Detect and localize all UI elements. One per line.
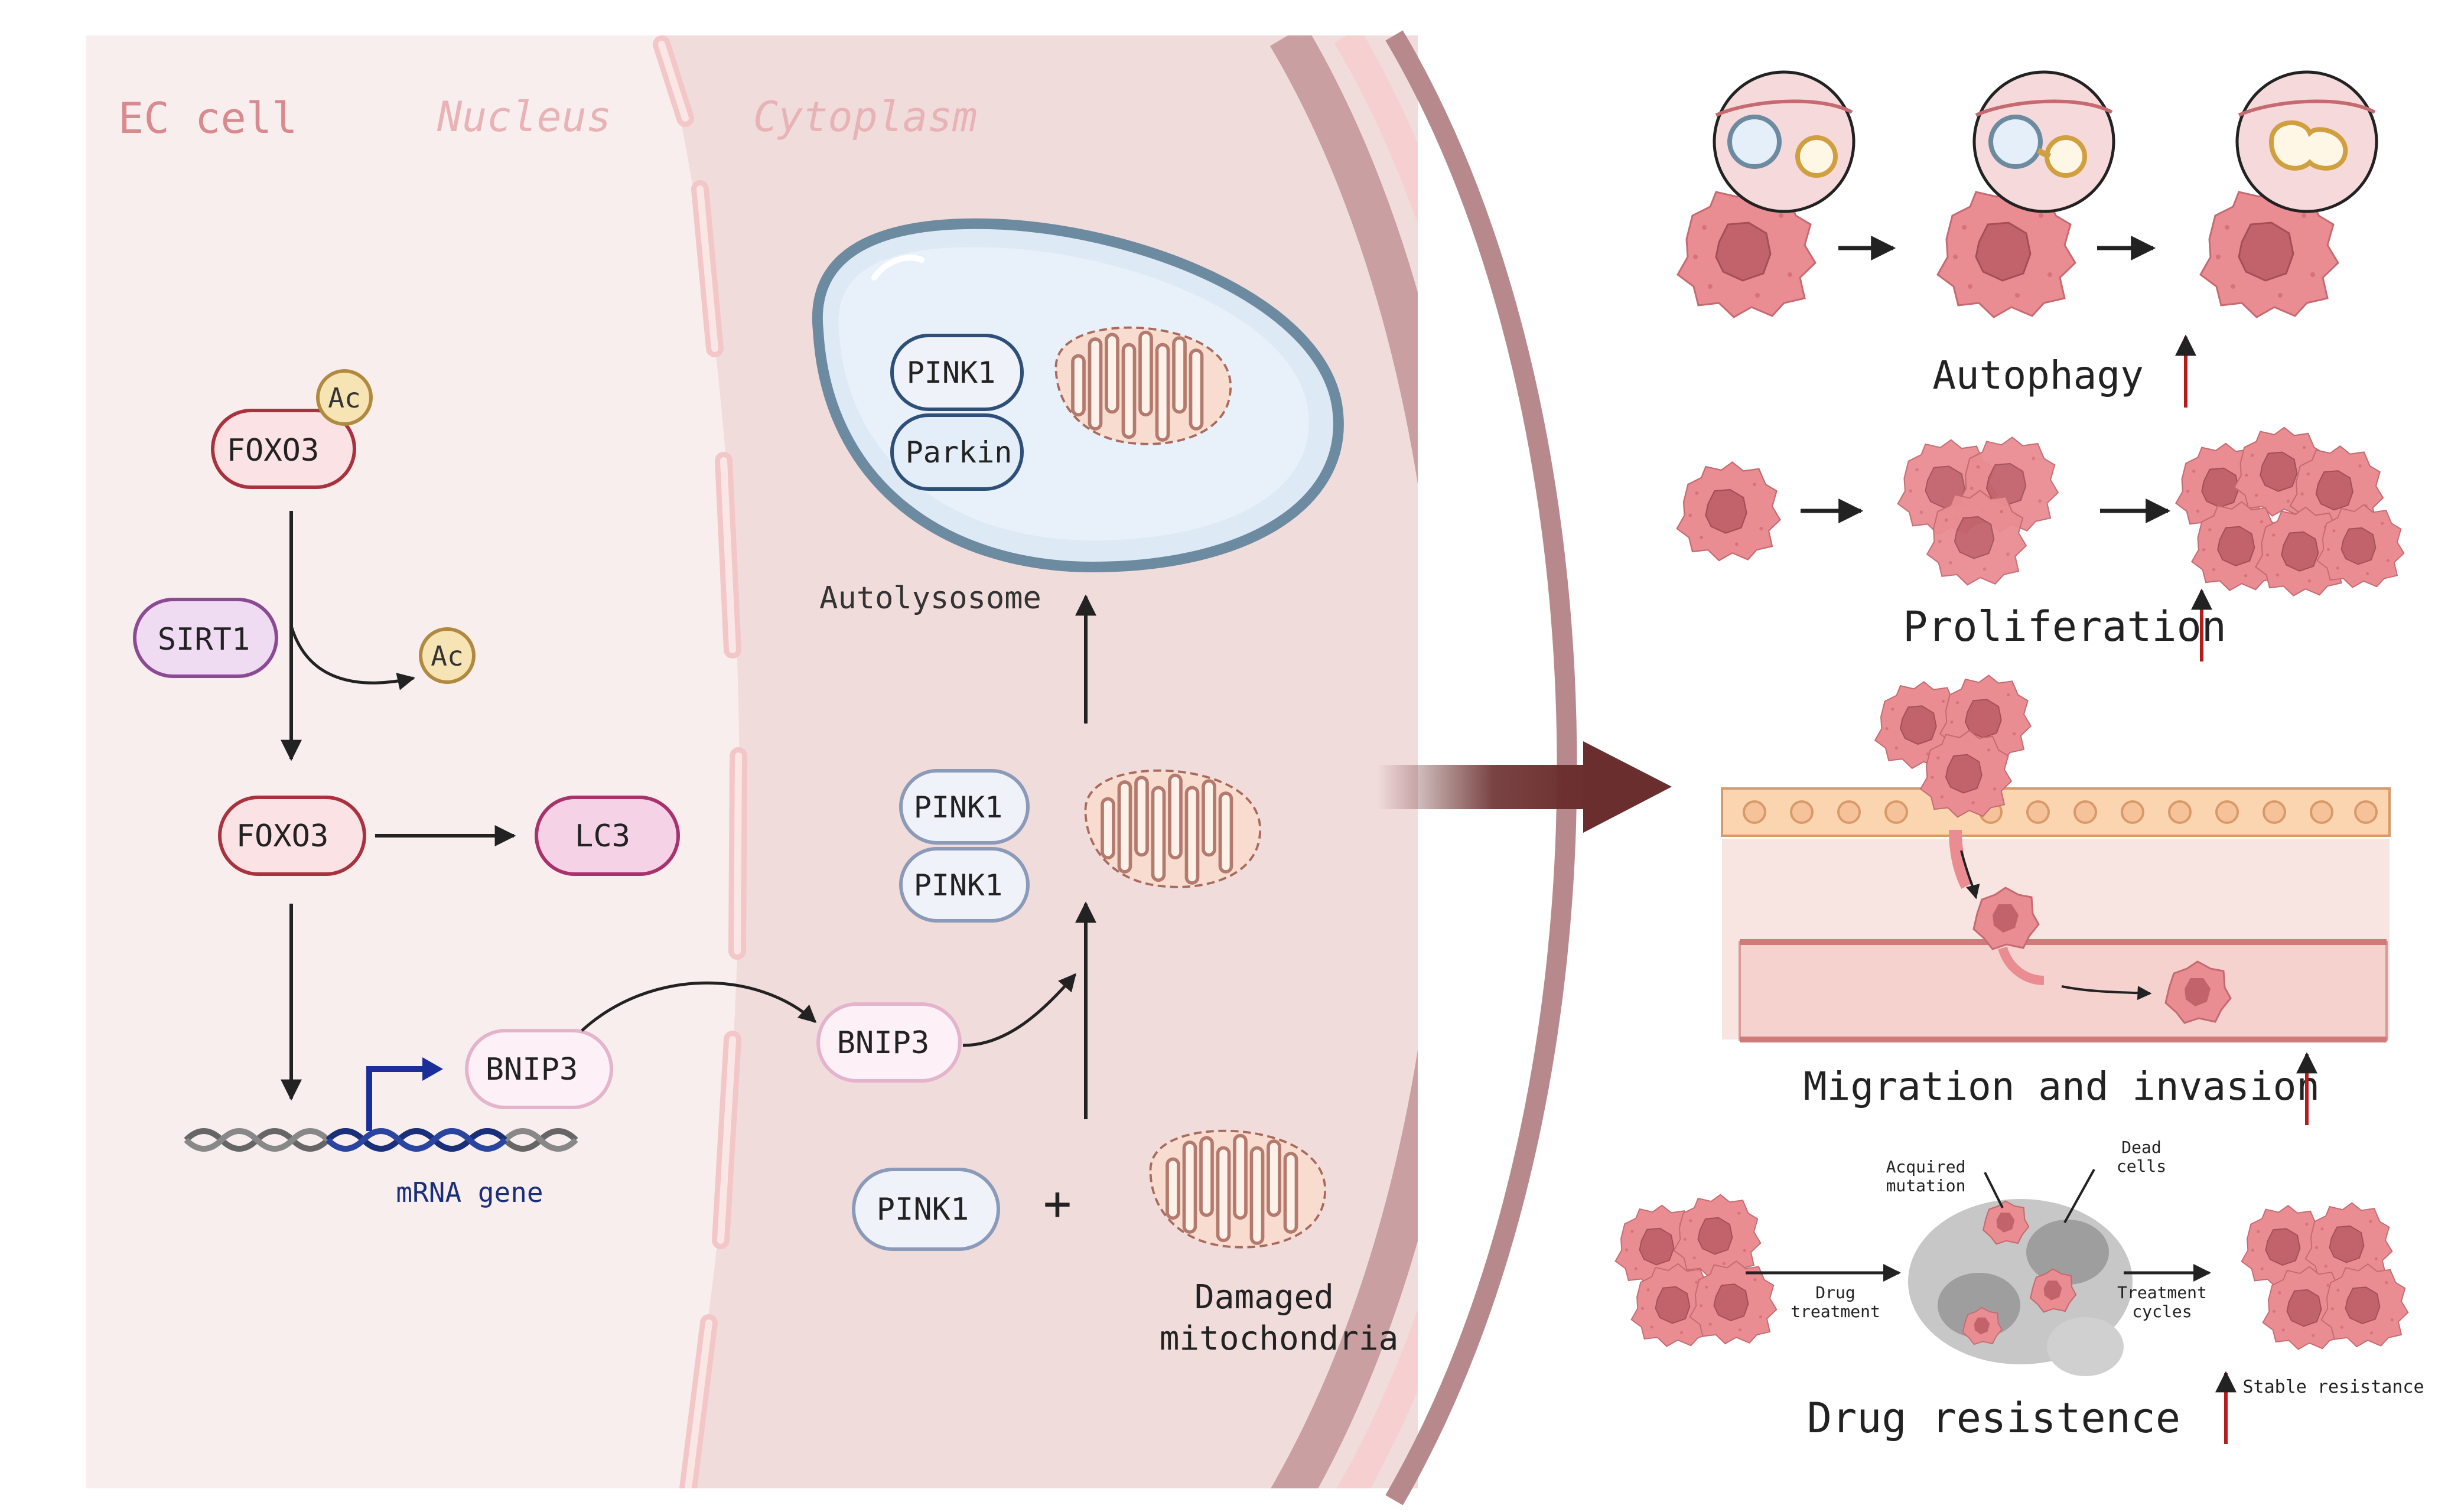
plus-sign: +: [1043, 1176, 1072, 1231]
drug-resistance-label: Drug resistence: [1807, 1394, 2180, 1442]
ec-cell: [86, 35, 1515, 1488]
lc3-node: LC3: [535, 796, 680, 876]
drug-treatment-label-1: Drug: [1815, 1283, 1855, 1302]
dna-helix: [184, 1128, 578, 1152]
foxo3-acetylated-node: FOXO3: [211, 409, 356, 489]
big-outcome-arrow: [1376, 741, 1672, 833]
autolysosome-label: Autolysosome: [819, 581, 1041, 616]
foxo3-acetylated-label: FOXO3: [227, 433, 320, 468]
autophagy-zoom-3: [2235, 70, 2378, 213]
cytoplasm-label: Cytoplasm: [753, 93, 977, 141]
pink1-lower-node: PINK1: [899, 847, 1030, 923]
dead-cells-label-1: Dead: [2121, 1138, 2161, 1157]
resistant-cluster: [2241, 1202, 2409, 1350]
migration-panel: Migration and invasion: [1721, 674, 2391, 1125]
foxo3-node: FOXO3: [218, 796, 366, 876]
pink1-free-node: PINK1: [852, 1168, 1000, 1251]
treated-cluster: [1908, 1199, 2133, 1376]
proliferation-cluster-small: [1897, 436, 2059, 586]
arrow-bnip3-export: [581, 981, 817, 1032]
epithelial-layer: [1721, 787, 2391, 837]
acquired-mutation-pointer: [1984, 1172, 2004, 1208]
arrow-bnip3-to-mito: [962, 973, 1076, 1047]
pink1-upper-label: PINK1: [914, 790, 1003, 825]
bnip3-cytoplasm-label: BNIP3: [837, 1025, 930, 1061]
pink1-lower-label: PINK1: [914, 868, 1003, 902]
pink1-autolysosome-label: PINK1: [907, 356, 996, 390]
drug-treatment-label-2: treatment: [1791, 1302, 1880, 1321]
dead-cells-pointer: [2063, 1169, 2095, 1223]
transcription-start-arrow: [366, 1066, 425, 1131]
pink1-free-label: PINK1: [877, 1192, 969, 1227]
proliferation-panel: Proliferation: [1676, 426, 2405, 662]
pink1-autolysosome-node: PINK1: [890, 334, 1024, 411]
dead-cells-label-2: cells: [2117, 1156, 2166, 1176]
svg-text:Ac: Ac: [431, 640, 463, 672]
damaged-mito-label-1: Damaged: [1194, 1278, 1334, 1317]
sirt1-label: SIRT1: [158, 622, 250, 657]
proliferation-cluster-large: [2175, 426, 2405, 597]
ac-released-badge: Ac: [419, 627, 476, 684]
parkin-label: Parkin: [906, 435, 1013, 470]
treatment-cycles-label-1: Treatment: [2117, 1283, 2207, 1302]
autophagy-zoom-1: [1713, 70, 1855, 213]
nucleus-label: Nucleus: [437, 93, 611, 141]
autophagy-label: Autophagy: [1932, 353, 2144, 398]
lc3-label: LC3: [575, 819, 630, 854]
mrna-gene-label: mRNA gene: [396, 1177, 543, 1208]
svg-text:Ac: Ac: [328, 382, 360, 414]
stable-resistance-label: Stable resistance: [2242, 1377, 2424, 1397]
ec-cell-label: EC cell: [118, 93, 297, 143]
bnip3-cytoplasm-node: BNIP3: [816, 1002, 962, 1083]
sirt1-node: SIRT1: [133, 598, 278, 678]
foxo3-label: FOXO3: [236, 819, 329, 854]
damaged-mito-label-2: mitochondria: [1160, 1319, 1399, 1358]
migration-label: Migration and invasion: [1804, 1064, 2320, 1109]
ac-badge-on-foxo3: Ac: [316, 369, 373, 426]
drug-initial-cluster: [1614, 1194, 1778, 1347]
autophagy-zoom-2: [1972, 70, 2115, 213]
acquired-mutation-label-1: Acquired: [1886, 1157, 1966, 1177]
arrow-ac-release: [289, 625, 415, 690]
treatment-cycles-label-2: cycles: [2132, 1302, 2192, 1321]
autophagy-panel: Autophagy: [1677, 70, 2378, 408]
parkin-node: Parkin: [890, 413, 1024, 491]
bnip3-nucleus-node: BNIP3: [465, 1029, 613, 1109]
acquired-mutation-label-2: mutation: [1886, 1176, 1966, 1195]
drug-resistance-panel: Drug treatment Acquired mutation Dead ce…: [1614, 1138, 2424, 1444]
bnip3-nucleus-label: BNIP3: [486, 1052, 578, 1087]
pink1-upper-node: PINK1: [899, 769, 1030, 845]
proliferation-label: Proliferation: [1903, 602, 2226, 651]
